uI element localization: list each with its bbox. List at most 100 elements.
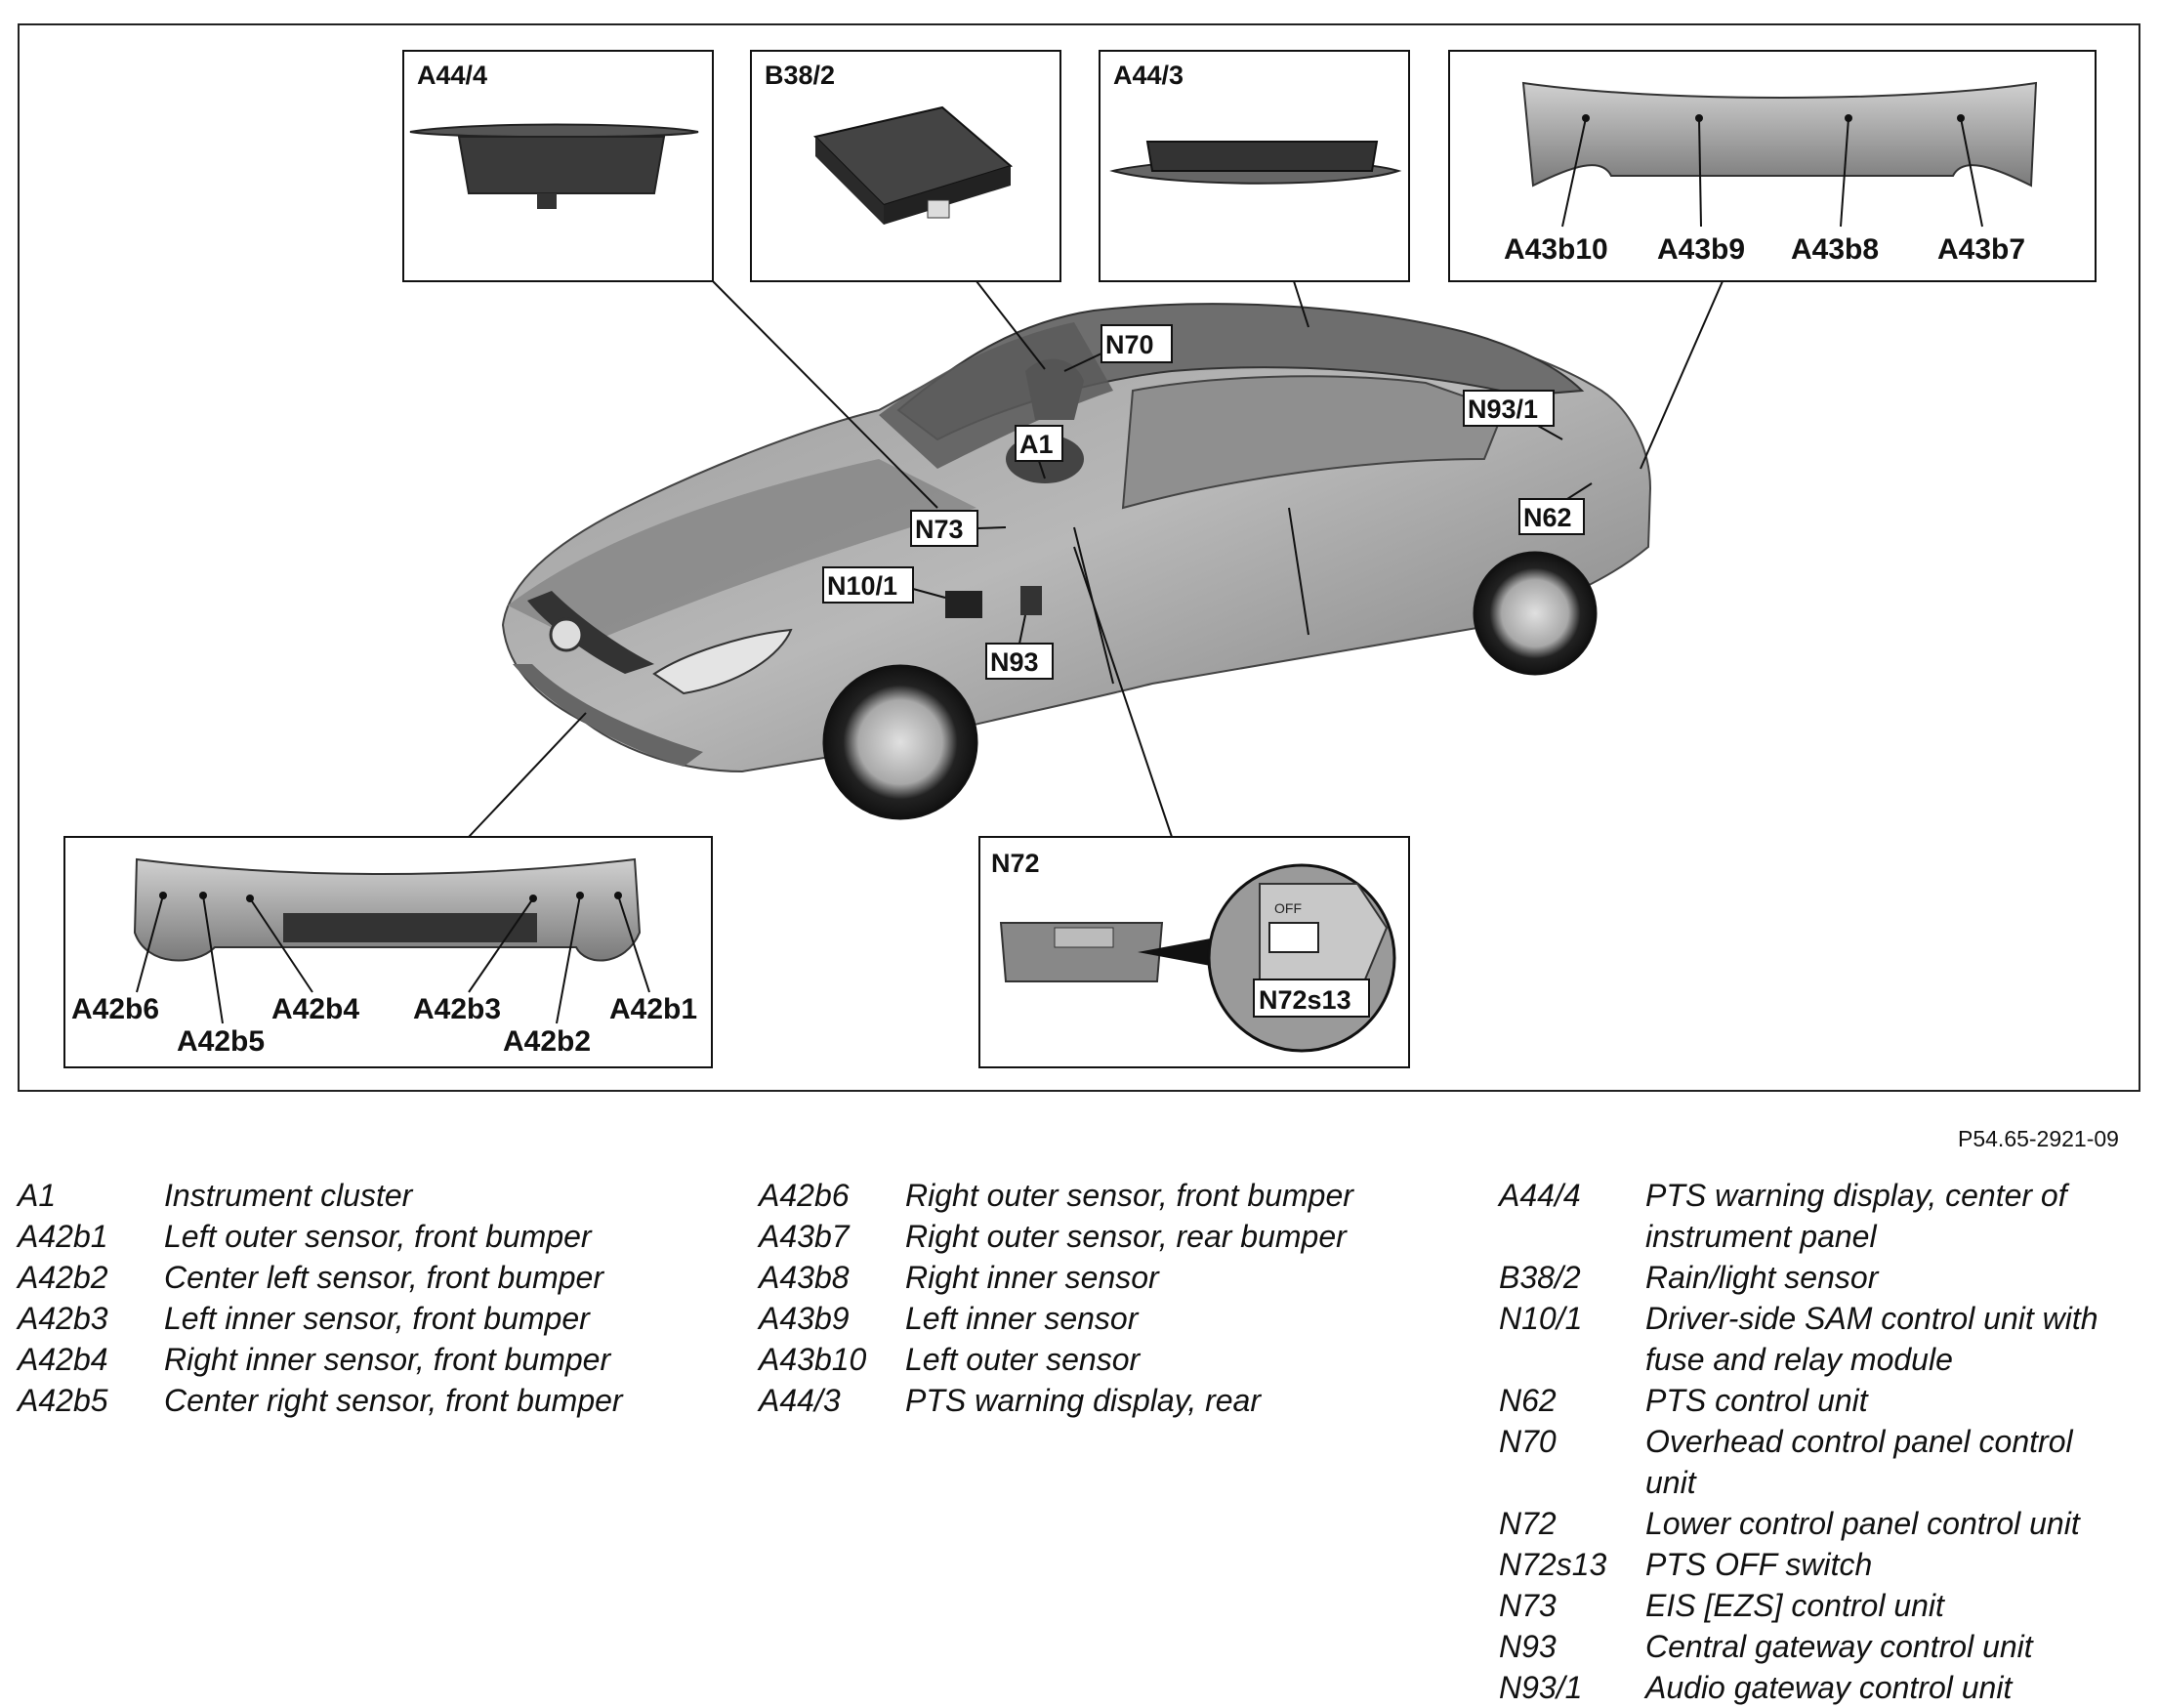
legend-code: B38/2 (1499, 1260, 1581, 1295)
inset-front-bumper: A42b6 A42b5 A42b4 A42b3 A42b2 A42b1 (63, 836, 713, 1068)
legend-code: A42b2 (18, 1260, 108, 1295)
gateway-module (1020, 586, 1042, 615)
legend-code: N72 (1499, 1506, 1557, 1541)
lower-control-panel (999, 922, 1164, 982)
legend-row: A42b6 Right outer sensor, front bumper (759, 1175, 1353, 1216)
inset-a44-4: A44/4 (402, 50, 714, 282)
legend-row: N72 Lower control panel control unit (1499, 1503, 2098, 1544)
label-a42b5: A42b5 (177, 1025, 265, 1058)
legend-code: A43b10 (759, 1342, 867, 1377)
legend-row: A42b3 Left inner sensor, front bumper (18, 1298, 623, 1339)
hood (508, 459, 976, 645)
inset-n72-title: N72 (991, 849, 1040, 878)
label-a42b3: A42b3 (413, 993, 501, 1025)
legend-description: Right outer sensor, rear bumper (905, 1219, 1347, 1254)
legend-description: Left outer sensor, front bumper (164, 1219, 592, 1254)
legend-row: A44/4 PTS warning display, center of (1499, 1175, 2098, 1216)
legend-description: Center right sensor, front bumper (164, 1383, 623, 1418)
legend-code: A44/4 (1499, 1178, 1581, 1213)
rear-bumper (1521, 81, 2038, 187)
callout-n73: N73 (915, 515, 964, 544)
side-windows (1121, 375, 1506, 510)
callout-n72s13: N72s13 (1259, 985, 1351, 1015)
label-a43b7: A43b7 (1937, 233, 2025, 266)
legend-row: A43b10 Left outer sensor (759, 1339, 1353, 1380)
inset-a44-3-title: A44/3 (1113, 61, 1184, 90)
front-wheel (822, 664, 978, 820)
rear-wheel (1473, 551, 1598, 676)
label-a42b6: A42b6 (71, 993, 159, 1025)
legend-row: N62 PTS control unit (1499, 1380, 2098, 1421)
pts-off-switch (1268, 922, 1319, 953)
legend-description: Right outer sensor, front bumper (905, 1178, 1353, 1213)
legend-description: EIS [EZS] control unit (1645, 1588, 1944, 1623)
legend-row: A42b5 Center right sensor, front bumper (18, 1380, 623, 1421)
legend-row: A43b8 Right inner sensor (759, 1257, 1353, 1298)
legend-description: PTS control unit (1645, 1383, 1868, 1418)
legend-code: N62 (1499, 1383, 1557, 1418)
inset-b38-2: B38/2 (750, 50, 1061, 282)
legend-code: A42b5 (18, 1383, 108, 1418)
legend-code: N10/1 (1499, 1301, 1583, 1336)
figure-reference: P54.65-2921-09 (1958, 1126, 2119, 1151)
label-a43b8: A43b8 (1791, 233, 1879, 266)
grille (527, 591, 654, 674)
legend-code: A43b9 (759, 1301, 850, 1336)
legend-description: PTS OFF switch (1645, 1547, 1873, 1582)
legend-code: A42b6 (759, 1178, 850, 1213)
legend-code: A43b8 (759, 1260, 850, 1295)
legend-row: A42b1 Left outer sensor, front bumper (18, 1216, 623, 1257)
legend-description: Right inner sensor, front bumper (164, 1342, 611, 1377)
legend-code: A44/3 (759, 1383, 841, 1418)
legend-row: N72s13 PTS OFF switch (1499, 1544, 2098, 1585)
off-switch-text: OFF (1274, 900, 1302, 916)
legend-description: Left inner sensor (905, 1301, 1139, 1336)
label-a43b9: A43b9 (1657, 233, 1745, 266)
inset-rear-bumper: A43b10 A43b9 A43b8 A43b7 (1448, 50, 2097, 282)
legend-description: Overhead control panel control (1645, 1424, 2073, 1459)
legend-code: N70 (1499, 1424, 1557, 1459)
legend-code: A1 (18, 1178, 57, 1213)
legend-code: N93 (1499, 1629, 1557, 1664)
legend-code: A42b1 (18, 1219, 108, 1254)
legend-code-spacer (1499, 1339, 1645, 1380)
sam-module (945, 591, 982, 618)
car-illustration (501, 303, 1652, 820)
windshield (879, 322, 1113, 469)
inset-a44-4-title: A44/4 (417, 61, 487, 90)
warning-display-front (409, 123, 699, 139)
callout-n62: N62 (1523, 503, 1572, 532)
legend-row: N70 Overhead control panel control (1499, 1421, 2098, 1462)
legend-description: PTS warning display, center of (1645, 1178, 2067, 1213)
legend-column-3: A44/4 PTS warning display, center of instr… (1499, 1175, 2098, 1708)
legend-description: Right inner sensor (905, 1260, 1159, 1295)
legend-description: Left inner sensor, front bumper (164, 1301, 590, 1336)
legend-row-continuation: instrument panel (1499, 1216, 2098, 1257)
legend-description: fuse and relay module (1645, 1342, 1953, 1377)
seat (1025, 358, 1084, 420)
legend-description: instrument panel (1645, 1219, 1877, 1254)
inset-n72: N72 OFF N72s13 (978, 836, 1410, 1068)
car-front-bumper (513, 664, 703, 767)
legend-description: Central gateway control unit (1645, 1629, 2033, 1664)
legend-description: Lower control panel control unit (1645, 1506, 2080, 1541)
legend-code: N93/1 (1499, 1670, 1583, 1705)
label-a42b2: A42b2 (503, 1025, 591, 1058)
label-a42b4: A42b4 (271, 993, 359, 1025)
legend-description: Rain/light sensor (1645, 1260, 1879, 1295)
legend-description: Left outer sensor (905, 1342, 1141, 1377)
legend-code-spacer (1499, 1462, 1645, 1503)
legend-code: N72s13 (1499, 1547, 1607, 1582)
legend-code: A42b3 (18, 1301, 108, 1336)
legend-row: N93 Central gateway control unit (1499, 1626, 2098, 1667)
callout-n93: N93 (990, 647, 1039, 677)
